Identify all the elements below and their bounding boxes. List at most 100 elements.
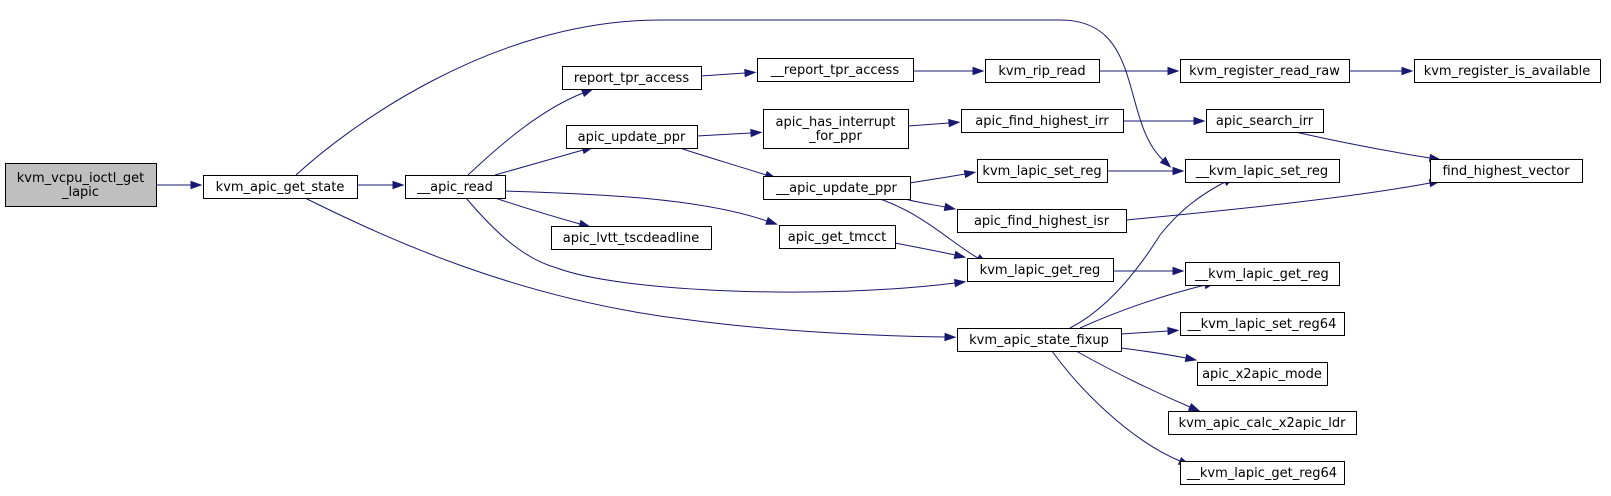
node-apic-update-ppr[interactable]: __apic_update_ppr [763,176,911,200]
node-box [1180,312,1345,336]
node-box [551,226,712,250]
node-apic-x2apic-mode[interactable]: apic_x2apic_mode [1197,362,1328,386]
node-kvm-apic-calc-x2apic-ldr[interactable]: kvm_apic_calc_x2apic_ldr [1168,411,1357,435]
edge-__apic_read-to-apic_update_ppr [494,146,595,176]
node-box [5,163,157,207]
arrowhead-icon [944,332,957,342]
edge-line [1294,131,1431,159]
node-label: _lapic [61,185,99,200]
arrowhead-icon [963,169,977,179]
node-kvm-apic-state-fixup[interactable]: kvm_apic_state_fixup [957,328,1122,352]
node-apic-has-interrupt-for-ppr[interactable]: apic_has_interrupt_for_ppr [763,109,909,149]
node-label: __kvm_lapic_get_reg [1194,267,1329,282]
node-kvm-lapic-set-reg[interactable]: __kvm_lapic_set_reg [1185,159,1340,183]
node-label: _for_ppr [808,129,862,144]
arrowhead-icon [1184,353,1198,362]
node-box [1168,411,1357,435]
node-box [203,175,358,199]
node-kvm-lapic-get-reg[interactable]: __kvm_lapic_get_reg [1185,262,1340,286]
node-apic-find-highest-irr[interactable]: apic_find_highest_irr [961,109,1124,133]
node-label: kvm_apic_calc_x2apic_ldr [1179,416,1347,431]
edge-apic_search_irr-to-find_highest_vector [1294,131,1442,163]
node-label: apic_get_tmcct [788,230,886,245]
arrowhead-icon [954,278,967,288]
node-box [779,225,896,249]
edge-line [1079,284,1206,329]
edge-kvm_apic_state_fixup-to-__kvm_lapic_set_reg64 [1120,326,1180,336]
node-kvm-lapic-set-reg64[interactable]: __kvm_lapic_set_reg64 [1180,312,1345,336]
edge-kvm_apic_get_state-to-__apic_read [356,180,405,190]
node-kvm-lapic-get-reg[interactable]: kvm_lapic_get_reg [967,258,1114,282]
node-label: __kvm_lapic_set_reg [1195,164,1328,179]
node-apic-read[interactable]: __apic_read [405,175,506,199]
edge-line [879,198,979,259]
edge-line [1075,350,1191,408]
arrowhead-icon [750,128,763,138]
arrowhead-icon [1193,116,1206,126]
edge-kvm_apic_state_fixup-to-__kvm_lapic_set_reg [1069,176,1236,329]
arrowhead-icon [580,88,594,98]
node-apic-search-irr[interactable]: apic_search_irr [1206,109,1324,133]
node-apic-get-tmcct[interactable]: apic_get_tmcct [779,225,896,249]
node-label: kvm_rip_read [998,64,1085,79]
node-kvm-lapic-set-reg[interactable]: kvm_lapic_set_reg [977,159,1108,183]
node-label: __apic_read [416,180,493,195]
node-apic-lvtt-tscdeadline[interactable]: apic_lvtt_tscdeadline [551,226,712,250]
node-label: kvm_apic_get_state [216,180,345,195]
arrowhead-icon [765,216,778,225]
node-apic-find-highest-isr[interactable]: apic_find_highest_isr [957,209,1127,233]
edge-apic_get_tmcct-to-kvm_lapic_get_reg [894,242,967,259]
node-box [1206,109,1324,133]
arrowhead-icon [948,118,961,128]
node-root[interactable]: kvm_vcpu_ioctl_get_lapic [5,163,157,207]
arrowhead-icon [943,202,957,211]
edge-line [494,149,584,176]
node-label: apic_lvtt_tscdeadline [563,231,699,246]
node-box [967,258,1114,282]
node-kvm-apic-get-state[interactable]: kvm_apic_get_state [203,175,358,199]
node-kvm-rip-read[interactable]: kvm_rip_read [985,59,1100,83]
arrowhead-icon [972,66,985,76]
node-kvm-register-read-raw[interactable]: kvm_register_read_raw [1180,59,1350,83]
node-report-tpr-access[interactable]: report_tpr_access [562,66,702,90]
edge-__apic_read-to-apic_get_tmcct [504,190,778,225]
edge-kvm_apic_get_state-to-__kvm_lapic_set_reg [295,19,1172,176]
node-box [1414,59,1601,83]
edge-root-to-kvm_apic_get_state [155,180,203,190]
edge-line [1069,181,1226,329]
node-report-tpr-access[interactable]: __report_tpr_access [757,58,914,82]
node-box [405,175,506,199]
node-label: kvm_lapic_get_reg [980,263,1101,278]
node-box [1180,461,1345,485]
node-label: kvm_vcpu_ioctl_get [17,171,145,186]
call-graph-nodes: kvm_vcpu_ioctl_get_lapic kvm_apic_get_sta… [5,58,1601,485]
node-find-highest-vector[interactable]: find_highest_vector [1430,159,1583,183]
node-kvm-lapic-get-reg64[interactable]: __kvm_lapic_get_reg64 [1180,461,1345,485]
node-label: kvm_apic_state_fixup [969,333,1109,348]
node-kvm-register-is-available[interactable]: kvm_register_is_available [1414,59,1601,83]
edge-line [909,173,966,184]
node-label: kvm_register_read_raw [1189,64,1340,79]
edge-line [295,19,1164,176]
edge-line [1125,182,1431,221]
node-label: apic_search_irr [1216,114,1314,129]
edge-line [1120,330,1169,335]
arrowhead-icon [1167,326,1180,336]
node-label: apic_update_ppr [578,130,686,145]
edge-kvm_lapic_get_reg-to-__kvm_lapic_get_reg [1112,266,1185,276]
edge-__report_tpr_access-to-kvm_rip_read [913,66,985,76]
node-apic-update-ppr[interactable]: apic_update_ppr [566,125,698,149]
node-box [1185,262,1340,286]
edge-__apic_read-to-apic_lvtt_tscdeadline [494,197,592,228]
node-label: apic_find_highest_irr [975,114,1109,129]
arrowhead-icon [1401,66,1414,76]
arrowhead-icon [1172,266,1185,276]
node-label: apic_find_highest_isr [974,214,1110,229]
edge-kvm_lapic_set_reg-to-__kvm_lapic_set_reg [1106,166,1185,176]
arrowhead-icon [190,180,203,190]
node-label: __apic_update_ppr [775,181,897,196]
node-box [562,66,702,90]
edge-line [494,197,581,225]
edge-line [504,190,768,222]
node-box [1197,362,1328,386]
